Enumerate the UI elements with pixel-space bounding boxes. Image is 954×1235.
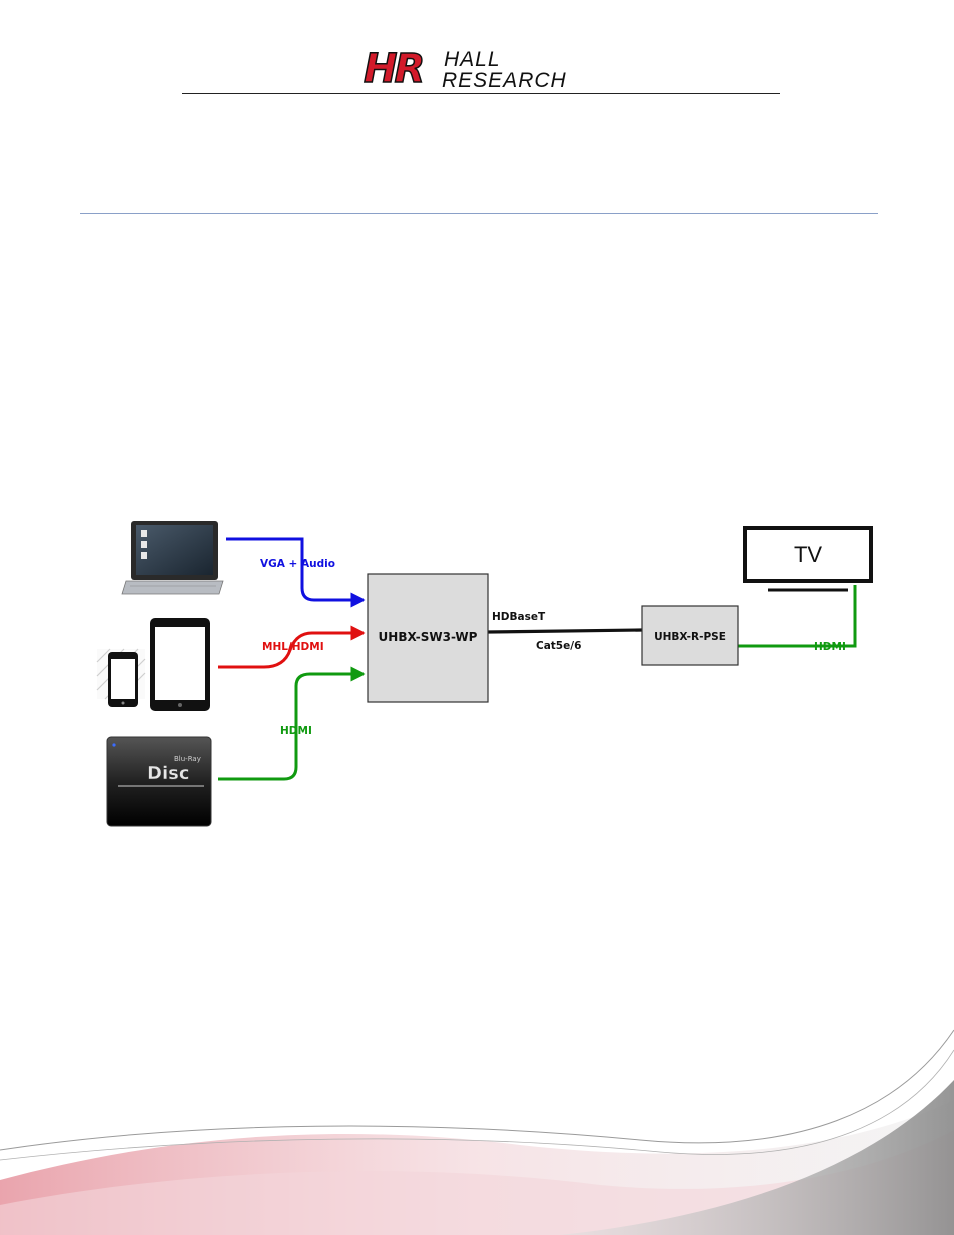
switcher-box: UHBX-SW3-WP xyxy=(368,574,488,702)
tv-icon: TV xyxy=(745,528,871,590)
receiver-label: UHBX-R-PSE xyxy=(654,631,726,643)
bluray-brand-main: Disc xyxy=(147,763,190,784)
laptop-icon xyxy=(122,521,223,594)
footer-swoosh xyxy=(0,1020,954,1235)
vga-audio-label: VGA + Audio xyxy=(260,558,335,570)
cat5e6-label: Cat5e/6 xyxy=(536,640,581,652)
tablet-icon xyxy=(150,618,210,711)
tv-label: TV xyxy=(794,542,822,567)
switcher-label: UHBX-SW3-WP xyxy=(379,630,478,644)
phone-icon xyxy=(97,649,145,707)
bluray-brand-top: Blu-Ray xyxy=(174,755,201,763)
bluray-hdmi-label: HDMI xyxy=(280,725,312,737)
receiver-box: UHBX-R-PSE xyxy=(642,606,738,665)
mhl-hdmi-label: MHL/HDMI xyxy=(262,641,324,653)
tv-hdmi-wire xyxy=(738,585,855,646)
cat5-cable xyxy=(488,630,642,632)
tv-hdmi-label: HDMI xyxy=(814,641,846,653)
hdbaset-label: HDBaseT xyxy=(492,611,546,623)
bluray-player-icon: Blu-Ray Disc xyxy=(107,737,211,826)
